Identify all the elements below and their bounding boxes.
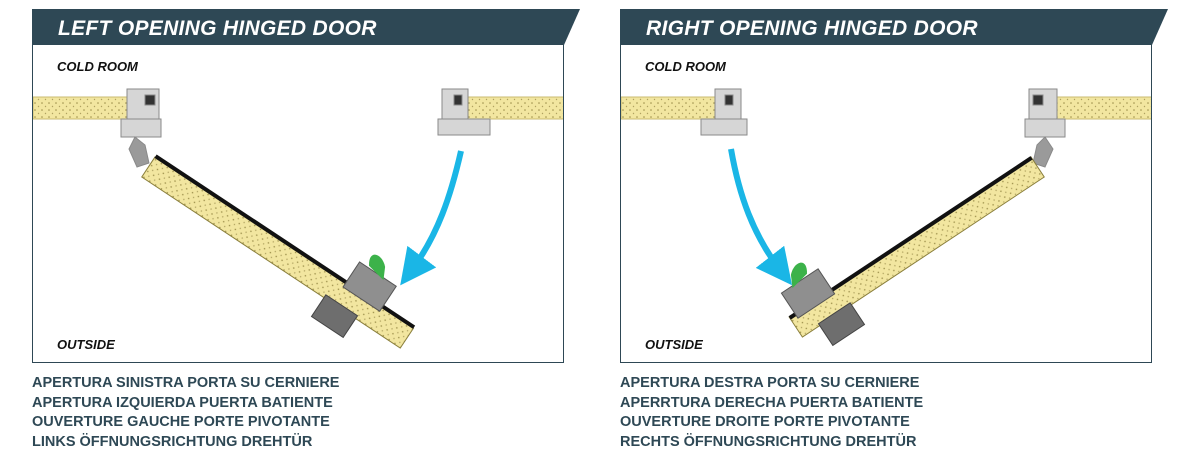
right-captions: APERTURA DESTRA PORTA SU CERNIERE APERRT… bbox=[620, 374, 1179, 452]
right-diagram-box: COLD ROOM OUTSIDE bbox=[620, 44, 1152, 363]
right-door-diagram bbox=[621, 88, 1151, 347]
right-wall-panel bbox=[465, 96, 563, 120]
right-caption-fr: OUVERTURE DROITE PORTE PIVOTANTE bbox=[620, 414, 910, 430]
door-leaf bbox=[141, 154, 416, 349]
left-diagram-box: COLD ROOM OUTSIDE bbox=[32, 44, 564, 363]
handle-block bbox=[310, 254, 397, 339]
right-caption-it: APERTURA DESTRA PORTA SU CERNIERE bbox=[620, 375, 920, 391]
right-outside-label: OUTSIDE bbox=[645, 337, 703, 352]
banner-shape bbox=[32, 9, 580, 45]
left-caption-fr: OUVERTURE GAUCHE PORTE PIVOTANTE bbox=[32, 414, 330, 430]
banner-shape bbox=[620, 9, 1168, 45]
left-captions: APERTURA SINISTRA PORTA SU CERNIERE APER… bbox=[32, 374, 592, 452]
left-title-banner: LEFT OPENING HINGED DOOR bbox=[32, 9, 580, 45]
left-cold-room-label: COLD ROOM bbox=[57, 59, 138, 74]
left-title: LEFT OPENING HINGED DOOR bbox=[58, 17, 377, 40]
left-caption-de: LINKS ÖFFNUNGSRICHTUNG DREHTÜR bbox=[32, 433, 313, 450]
handle-block bbox=[780, 262, 866, 347]
left-wall-panel bbox=[621, 96, 718, 120]
left-caption-it: APERTURA SINISTRA PORTA SU CERNIERE bbox=[32, 375, 340, 391]
hinge-frame bbox=[120, 88, 162, 168]
lock-frame bbox=[700, 88, 748, 136]
opening-arrow bbox=[400, 150, 464, 286]
left-door-diagram bbox=[33, 88, 563, 349]
lock-frame bbox=[437, 88, 491, 136]
door-leaf bbox=[788, 156, 1045, 338]
right-title-banner: RIGHT OPENING HINGED DOOR bbox=[620, 9, 1168, 45]
left-wall-panel bbox=[33, 96, 130, 120]
right-caption-de: RECHTS ÖFFNUNGSRICHTUNG DREHTÜR bbox=[620, 433, 917, 450]
right-caption-es: APERRTURA DERECHA PUERTA BATIENTE bbox=[620, 394, 924, 411]
right-door-panel: RIGHT OPENING HINGED DOOR bbox=[620, 0, 1179, 475]
opening-arrow bbox=[728, 148, 793, 286]
left-door-panel: LEFT OPENING HINGED DOOR bbox=[32, 0, 592, 475]
right-cold-room-label: COLD ROOM bbox=[645, 59, 726, 74]
left-outside-label: OUTSIDE bbox=[57, 337, 115, 352]
hinge-frame bbox=[1024, 88, 1066, 168]
right-title: RIGHT OPENING HINGED DOOR bbox=[646, 17, 978, 40]
left-caption-es: APERTURA IZQUIERDA PUERTA BATIENTE bbox=[32, 394, 333, 411]
right-wall-panel bbox=[1050, 96, 1151, 120]
